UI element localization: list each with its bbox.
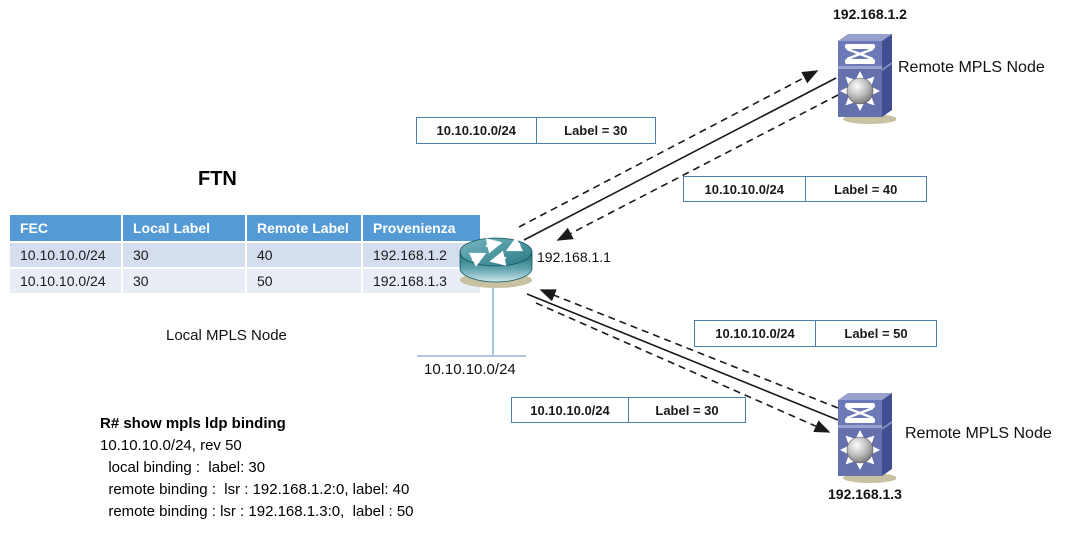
label-box-30-bottom: 10.10.10.0/24 Label = 30 — [511, 397, 746, 423]
ldp-msg-to-node2-line — [518, 70, 819, 228]
table-row: 10.10.10.0/24 30 40 192.168.1.2 — [10, 243, 480, 267]
label-box-value: Label = 50 — [844, 326, 908, 341]
ftn-header-remote-label: Remote Label — [247, 215, 361, 241]
label-box-prefix: 10.10.10.0/24 — [684, 177, 806, 201]
ldp-msg-to-node3-line — [535, 302, 831, 433]
label-box-prefix: 10.10.10.0/24 — [417, 118, 537, 143]
label-box-value: Label = 40 — [834, 181, 898, 197]
cell-remote-label: 50 — [247, 269, 361, 293]
cell-local-label: 30 — [123, 269, 245, 293]
cell-remote-label: 40 — [247, 243, 361, 267]
cell-fec: 10.10.10.0/24 — [10, 243, 121, 267]
ftn-title: FTN — [198, 168, 237, 190]
router-icon — [455, 228, 537, 290]
label-box-prefix: 10.10.10.0/24 — [512, 398, 629, 422]
cell-local-label: 30 — [123, 243, 245, 267]
label-box-40: 10.10.10.0/24 Label = 40 — [683, 176, 927, 202]
ftn-header-row: FEC Local Label Remote Label Provenienza — [10, 215, 480, 241]
ftn-header-local-label: Local Label — [123, 215, 245, 241]
label-box-50: 10.10.10.0/24 Label = 50 — [694, 320, 937, 347]
ldp-msg-from-node3-line — [539, 289, 839, 409]
table-row: 10.10.10.0/24 30 50 192.168.1.3 — [10, 269, 480, 293]
cli-remote-binding: remote binding : lsr : 192.168.1.3:0, la… — [100, 503, 414, 520]
ftn-table: FEC Local Label Remote Label Provenienza… — [8, 213, 482, 295]
lan-segment-label: 10.10.10.0/24 — [424, 361, 516, 378]
remote-bottom-label: Remote MPLS Node — [905, 425, 1052, 442]
cell-fec: 10.10.10.0/24 — [10, 269, 121, 293]
label-box-value: Label = 30 — [655, 402, 719, 418]
switch-icon — [834, 31, 896, 125]
remote-top-ip: 192.168.1.2 — [833, 6, 907, 22]
ftn-header-provenienza: Provenienza — [363, 215, 480, 241]
cli-fec-line: 10.10.10.0/24, rev 50 — [100, 437, 242, 454]
remote-bottom-ip: 192.168.1.3 — [828, 486, 902, 502]
local-node-label: Local MPLS Node — [166, 327, 287, 344]
cli-remote-binding: remote binding : lsr : 192.168.1.2:0, la… — [100, 481, 410, 498]
label-box-30-top: 10.10.10.0/24 Label = 30 — [416, 117, 656, 144]
cli-command: R# show mpls ldp binding — [100, 415, 286, 432]
link-local-to-node3-line — [526, 293, 839, 421]
remote-top-label: Remote MPLS Node — [898, 59, 1045, 76]
cell-provenienza: 192.168.1.3 — [363, 269, 480, 293]
ftn-header-fec: FEC — [10, 215, 121, 241]
cli-output: R# show mpls ldp binding 10.10.10.0/24, … — [100, 413, 414, 523]
local-node-ip: 192.168.1.1 — [537, 249, 611, 265]
ldp-msg-from-node2-line — [556, 94, 839, 241]
link-local-to-node2-line — [523, 77, 837, 241]
cli-local-binding: local binding : label: 30 — [100, 459, 266, 476]
label-box-prefix: 10.10.10.0/24 — [695, 321, 816, 346]
label-box-value: Label = 30 — [564, 123, 628, 138]
switch-icon — [834, 390, 896, 484]
